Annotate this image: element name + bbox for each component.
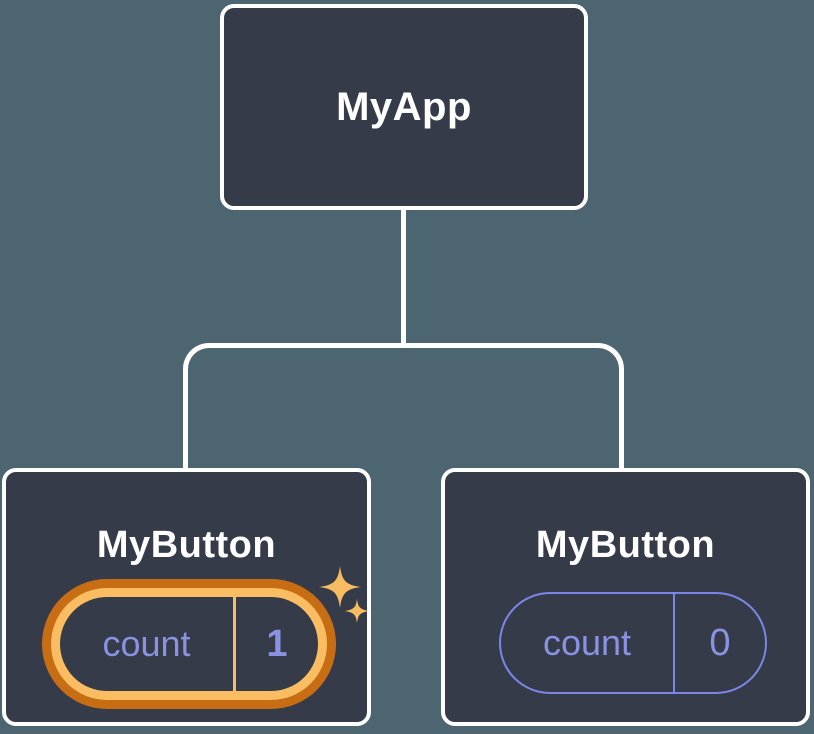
state-value-cell: 0: [675, 594, 765, 692]
pill-divider: [673, 594, 675, 692]
node-mybutton-1-label: MyButton: [96, 524, 277, 566]
connector-root-stem: [401, 210, 406, 345]
state-name-cell: count: [501, 594, 673, 692]
pill-divider: [233, 597, 236, 691]
node-myapp: MyApp: [220, 4, 588, 210]
state-pill-highlighted: count 1: [42, 579, 336, 709]
state-name-label: count: [102, 623, 191, 664]
connector-bracket: [183, 343, 624, 468]
state-pill-body: count 1: [60, 597, 318, 691]
node-mybutton-2: MyButton count 0: [441, 468, 810, 726]
state-pill-highlight-ring: count 1: [51, 588, 327, 700]
state-pill: count 0: [499, 592, 767, 694]
node-mybutton-2-label: MyButton: [535, 524, 716, 566]
node-myapp-label: MyApp: [336, 84, 472, 129]
state-value: 1: [266, 622, 288, 665]
node-mybutton-1: MyButton count 1: [2, 468, 371, 726]
state-value-cell: 1: [236, 597, 318, 691]
state-name-label: count: [542, 622, 632, 663]
state-name-cell: count: [60, 597, 233, 691]
state-value: 0: [709, 621, 731, 664]
